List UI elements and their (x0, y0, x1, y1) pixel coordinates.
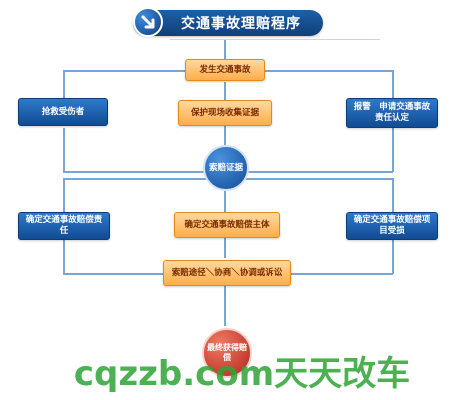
node-accident-occurred: 发生交通事故 (185, 59, 265, 81)
connector-center-3 (224, 188, 226, 212)
arrow-icon (133, 7, 163, 37)
node-claim-channels: 索赔途径＼协商＼协调或诉讼 (163, 260, 291, 286)
title-underline (170, 39, 380, 40)
connector-center-1 (224, 82, 226, 100)
connector-right-mid (392, 128, 394, 172)
node-final-compensation: 最终获得赔偿 (202, 328, 252, 378)
node-rescue-injured: 抢救受伤者 (18, 98, 108, 126)
node-report-police: 报警 申请交通事故责任认定 (346, 98, 438, 128)
watermark: cqzzb.com天天改车 (73, 353, 411, 394)
connector-left-lower (63, 178, 65, 212)
connector-right-lower (392, 178, 394, 212)
page-title: 交通事故理赔程序 (181, 16, 301, 32)
node-determine-subject: 确定交通事故赔偿主体 (174, 212, 280, 238)
arrow-icon-glyph (141, 15, 155, 29)
connector-right-down (392, 70, 394, 100)
connector-left-bottom (63, 240, 65, 274)
node-claim-evidence: 索赔证据 (203, 145, 249, 191)
connector-left-mid (63, 128, 65, 172)
connector-center-2 (224, 126, 226, 146)
connector-right-bottom (392, 240, 394, 274)
connector-top (224, 40, 226, 60)
connector-left-down (63, 70, 65, 100)
connector-center-4 (224, 238, 226, 258)
node-determine-liability: 确定交通事故赔偿责任 (18, 212, 110, 240)
connector-center-5 (224, 286, 226, 326)
node-determine-items: 确定交通事故赔偿项目受损 (346, 212, 438, 240)
node-protect-scene: 保护现场收集证据 (178, 100, 272, 126)
title-banner (133, 10, 323, 36)
